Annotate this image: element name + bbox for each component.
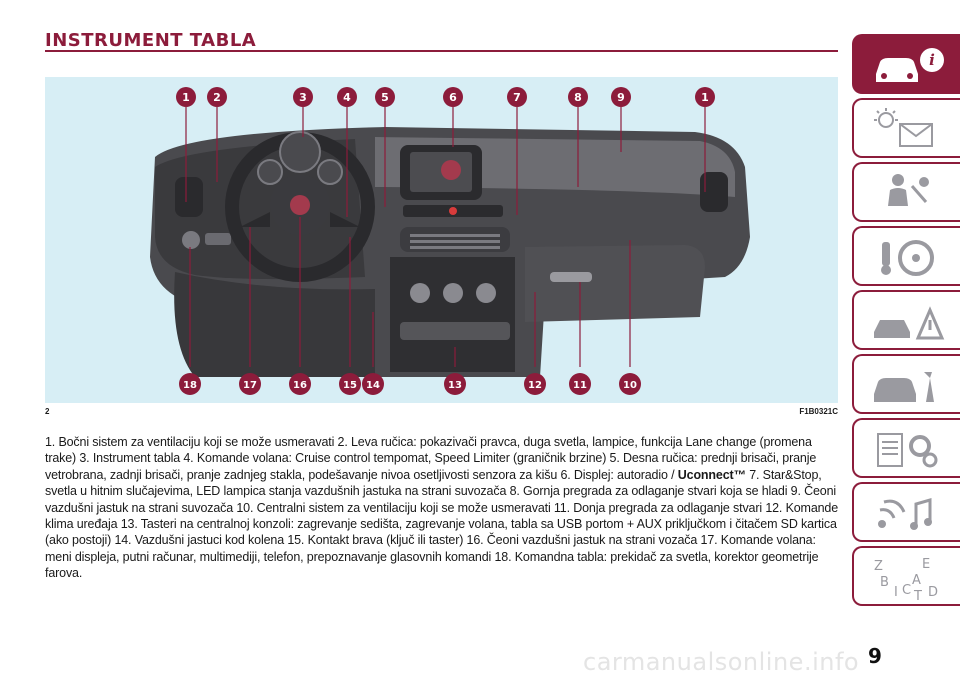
svg-text:12: 12 bbox=[528, 380, 542, 391]
callout-bottom-18: 18 bbox=[179, 373, 201, 395]
callout-top-10: 1 bbox=[695, 87, 715, 107]
tab-roadside-emergency[interactable] bbox=[852, 290, 960, 350]
callout-top-6: 6 bbox=[443, 87, 463, 107]
car-info-icon: i bbox=[876, 48, 944, 82]
callout-bottom-14: 14 bbox=[362, 373, 384, 395]
title-rule bbox=[45, 50, 838, 52]
tab-car-info[interactable]: i bbox=[852, 34, 960, 94]
callout-bottom-17: 17 bbox=[239, 373, 261, 395]
callout-top-9: 9 bbox=[611, 87, 631, 107]
svg-text:i: i bbox=[929, 51, 935, 69]
callout-top-5: 5 bbox=[375, 87, 395, 107]
dashboard-illustration: 1 2 3 4 5 6 7 8 9 1 18 17 16 15 14 13 12… bbox=[150, 87, 750, 395]
callout-top-8: 8 bbox=[568, 87, 588, 107]
callout-bottom-10: 10 bbox=[619, 373, 641, 395]
callout-bottom-13: 13 bbox=[444, 373, 466, 395]
callout-bottom-11: 11 bbox=[569, 373, 591, 395]
svg-text:9: 9 bbox=[617, 91, 625, 104]
dashboard-figure: 1 2 3 4 5 6 7 8 9 1 18 17 16 15 14 13 12… bbox=[45, 77, 838, 403]
svg-text:18: 18 bbox=[183, 380, 197, 391]
car-service-icon bbox=[874, 372, 934, 402]
tab-car-service[interactable] bbox=[852, 354, 960, 414]
svg-text:A: A bbox=[912, 573, 921, 588]
tab-seat-safety[interactable] bbox=[852, 162, 960, 222]
tab-warning-lights[interactable] bbox=[852, 98, 960, 158]
callout-bottom-15: 15 bbox=[339, 373, 361, 395]
svg-text:11: 11 bbox=[573, 380, 587, 391]
callout-bottom-16: 16 bbox=[289, 373, 311, 395]
svg-text:15: 15 bbox=[343, 380, 357, 391]
svg-text:T: T bbox=[913, 589, 922, 600]
figure-number: 2 bbox=[45, 407, 50, 416]
figure-code: F1B0321C bbox=[799, 407, 838, 416]
callout-bottom-12: 12 bbox=[524, 373, 546, 395]
tab-key-steering[interactable] bbox=[852, 226, 960, 286]
svg-text:6: 6 bbox=[449, 91, 457, 104]
svg-text:17: 17 bbox=[243, 380, 257, 391]
svg-text:8: 8 bbox=[574, 91, 582, 104]
multimedia-icon bbox=[878, 498, 932, 530]
svg-text:B: B bbox=[880, 575, 889, 590]
index-icon: Z E B A I C D T bbox=[874, 557, 938, 600]
callout-top-1: 1 bbox=[176, 87, 196, 107]
figure-caption: 1. Bočni sistem za ventilaciju koji se m… bbox=[45, 434, 840, 582]
roadside-emergency-icon bbox=[874, 306, 945, 340]
svg-text:4: 4 bbox=[343, 91, 351, 104]
svg-text:I: I bbox=[894, 585, 898, 600]
tab-index[interactable]: Z E B A I C D T bbox=[852, 546, 960, 606]
callout-top-3: 3 bbox=[293, 87, 313, 107]
svg-text:16: 16 bbox=[293, 380, 307, 391]
svg-text:10: 10 bbox=[623, 380, 637, 391]
watermark: carmanualsonline.info bbox=[583, 648, 860, 676]
caption-text-1: 1. Bočni sistem za ventilaciju koji se m… bbox=[45, 435, 817, 482]
warning-lights-icon bbox=[874, 108, 933, 147]
svg-text:14: 14 bbox=[366, 380, 380, 391]
svg-text:E: E bbox=[922, 557, 930, 572]
svg-text:5: 5 bbox=[381, 91, 389, 104]
callout-top-4: 4 bbox=[337, 87, 357, 107]
svg-text:1: 1 bbox=[182, 91, 190, 104]
callout-top-2: 2 bbox=[207, 87, 227, 107]
svg-text:C: C bbox=[902, 583, 911, 598]
svg-text:2: 2 bbox=[213, 91, 221, 104]
caption-uconnect: Uconnect™ bbox=[677, 467, 746, 482]
seat-safety-icon bbox=[888, 174, 929, 206]
key-steering-icon bbox=[881, 240, 934, 276]
svg-text:Z: Z bbox=[874, 559, 883, 574]
svg-text:7: 7 bbox=[513, 91, 521, 104]
page-title: INSTRUMENT TABLA bbox=[45, 30, 257, 51]
tab-multimedia[interactable] bbox=[852, 482, 960, 542]
svg-text:D: D bbox=[928, 585, 938, 600]
callout-top-7: 7 bbox=[507, 87, 527, 107]
caption-text-2: 7. Star&Stop, svetla u hitnim slučajevim… bbox=[45, 467, 839, 581]
svg-text:1: 1 bbox=[701, 91, 709, 104]
svg-text:13: 13 bbox=[448, 380, 462, 391]
page-number: 9 bbox=[868, 644, 882, 668]
technical-data-icon bbox=[877, 433, 938, 468]
tab-technical-data[interactable] bbox=[852, 418, 960, 478]
svg-text:3: 3 bbox=[299, 91, 307, 104]
